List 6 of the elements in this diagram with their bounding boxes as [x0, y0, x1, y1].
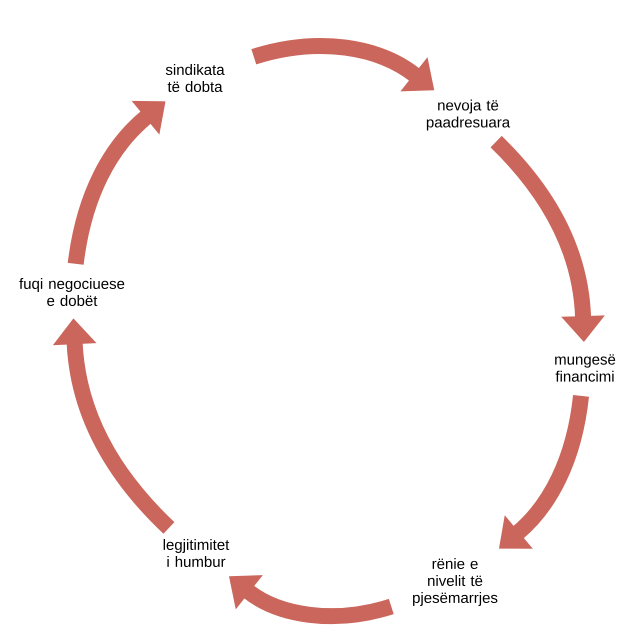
- node-label: mungesë financimi: [555, 354, 616, 382]
- node-label: legjitimitet i humbur: [164, 539, 230, 567]
- node-label: sindikata të dobta: [166, 64, 225, 92]
- node-label: fuqi negociuese e dobët: [19, 278, 124, 306]
- node-label: rënie e nivelit të pjesëmarrjes: [413, 558, 498, 606]
- node-label: nevoja të paadresuara: [426, 100, 510, 130]
